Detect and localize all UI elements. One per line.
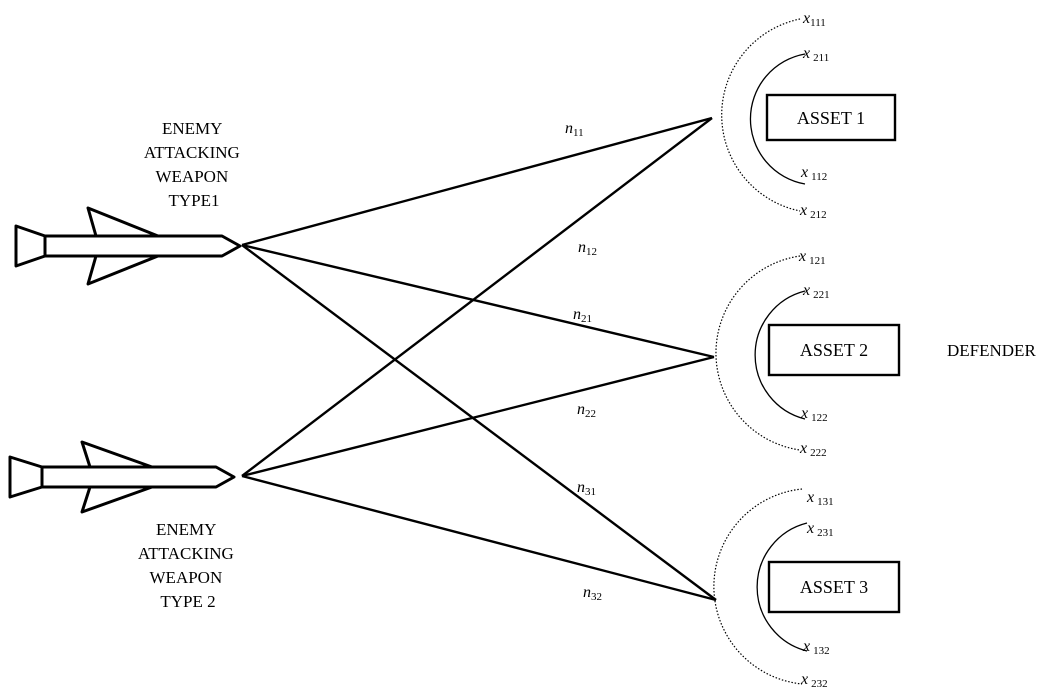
link-n11: [241, 116, 713, 247]
link-n32: [241, 474, 717, 602]
defender-label: DEFENDER: [947, 341, 1036, 360]
link-var-n32: n32: [583, 584, 602, 603]
link-var-n12: n12: [578, 239, 597, 258]
weapon-2-label-line-2: ATTACKING: [138, 544, 234, 563]
asset-3-inner-arc: [756, 522, 808, 652]
asset-3-outer-arc: [713, 488, 803, 685]
asset-2-outer-arc: [715, 255, 801, 451]
asset-2-label: ASSET 2: [800, 340, 868, 360]
link-n31: [241, 244, 717, 601]
weapon-2-label: ENEMY ATTACKING WEAPON TYPE 2: [138, 520, 238, 611]
link-n12: [241, 117, 713, 477]
asset-1-box: [765, 93, 897, 142]
link-variables: n11 n12 n21 n22 n31 n32: [565, 120, 602, 603]
weapon-2-label-line-1: ENEMY: [156, 520, 216, 539]
asset-1-inner-arc: [749, 53, 806, 185]
weapon-1-label-line-1: ENEMY: [162, 119, 222, 138]
attack-links: [241, 116, 717, 602]
asset-3-label: ASSET 3: [800, 577, 868, 597]
asset-2-box: [767, 323, 901, 377]
link-n21: [241, 243, 715, 359]
weapon-1-label-line-2: ATTACKING: [144, 143, 240, 162]
enemy-weapon-1-icon: [14, 206, 242, 286]
link-var-n22: n22: [577, 401, 596, 420]
link-n22: [241, 355, 715, 478]
asset-1-outer-arc: [721, 18, 801, 212]
weapon-2-label-line-3: WEAPON: [150, 568, 223, 587]
weapon-1-label: ENEMY ATTACKING WEAPON TYPE1: [144, 119, 244, 210]
weapon-1-label-line-4: TYPE1: [169, 191, 220, 210]
asset-1-label: ASSET 1: [797, 108, 865, 128]
weapon-1-label-line-3: WEAPON: [156, 167, 229, 186]
asset-1-var-x111: x111: [802, 10, 826, 29]
asset-3-box: [767, 560, 901, 614]
asset-2-inner-arc: [754, 290, 806, 420]
enemy-weapon-2-icon: [8, 440, 236, 514]
link-var-n11: n11: [565, 120, 584, 139]
link-var-n21: n21: [573, 306, 592, 325]
link-var-n31: n31: [577, 479, 596, 498]
weapon-2-label-line-4: TYPE 2: [160, 592, 215, 611]
